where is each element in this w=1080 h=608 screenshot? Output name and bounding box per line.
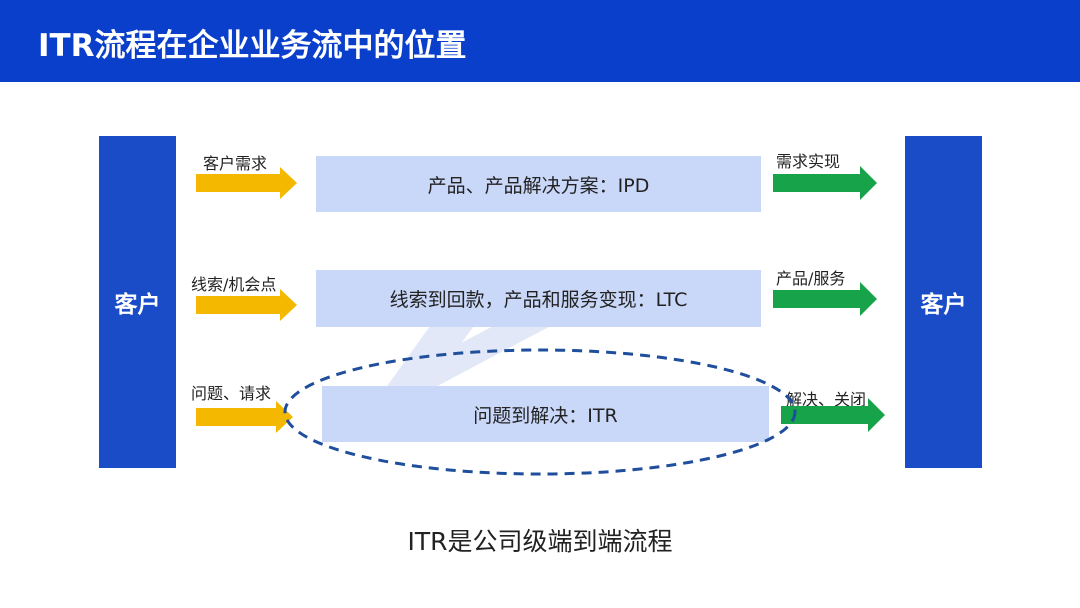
input-label-2: 线索/机会点 [191, 275, 277, 294]
input-arrow-2 [196, 289, 297, 321]
input-arrow-1 [196, 167, 297, 199]
footer-caption: ITR是公司级端到端流程 [407, 527, 673, 556]
customer-right: 客户 [905, 136, 982, 468]
output-label-3: 解决、关闭 [786, 390, 867, 409]
output-arrow-3 [781, 398, 885, 432]
input-label-1: 客户需求 [203, 154, 268, 173]
input-arrow-3 [196, 401, 293, 433]
process-ltc: 线索到回款，产品和服务变现：LTC [316, 270, 761, 327]
output-label-2: 产品/服务 [776, 269, 846, 288]
customer-left: 客户 [99, 136, 176, 468]
output-arrow-1 [773, 166, 877, 200]
header-bar: ITR流程在企业业务流中的位置 [0, 0, 1080, 82]
page-title: ITR流程在企业业务流中的位置 [38, 28, 467, 64]
output-label-1: 需求实现 [776, 152, 841, 171]
itr-highlight-ellipse [283, 348, 797, 476]
input-label-3: 问题、请求 [191, 384, 272, 403]
process-ipd: 产品、产品解决方案：IPD [316, 156, 761, 212]
output-arrow-2 [773, 282, 877, 316]
process-itr: 问题到解决：ITR [322, 386, 769, 442]
